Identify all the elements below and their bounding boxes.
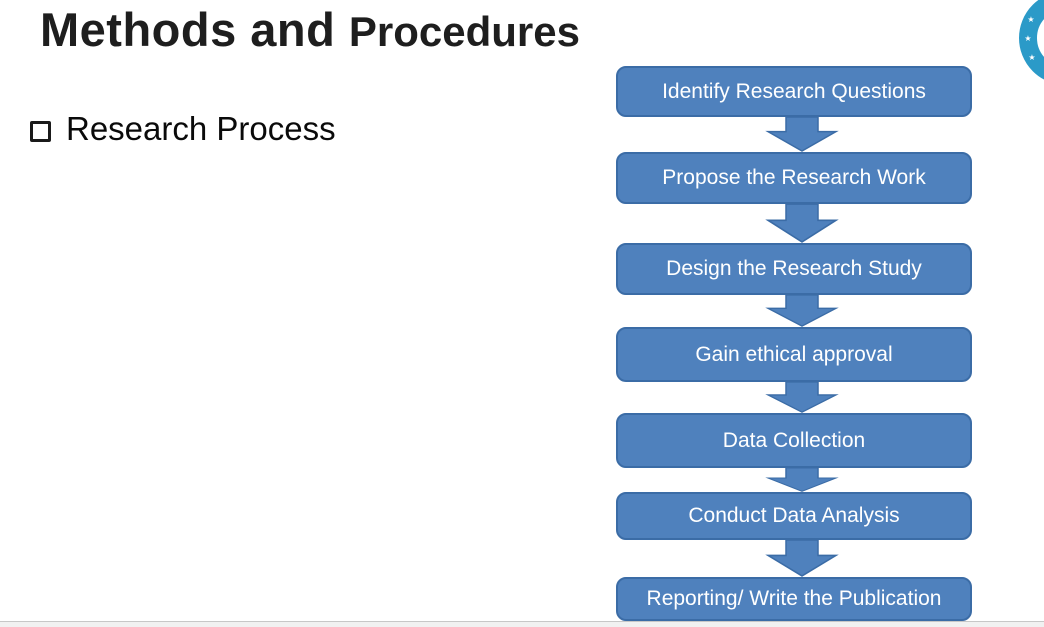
flow-step-design-research-study: Design the Research Study	[616, 243, 972, 295]
flow-step-identify-research-questions: Identify Research Questions	[616, 66, 972, 117]
flow-step-label: Conduct Data Analysis	[688, 504, 900, 527]
page-title: Methods and Procedures	[40, 2, 580, 57]
flow-step-label: Propose the Research Work	[662, 166, 926, 189]
bullet-label: Research Process	[66, 110, 336, 147]
down-arrow-connector-icon	[760, 204, 844, 243]
down-arrow-connector-icon	[760, 382, 844, 413]
down-arrow-connector-icon	[760, 295, 844, 327]
star-icon: ★	[1024, 34, 1031, 43]
flow-step-label: Reporting/ Write the Publication	[646, 587, 942, 610]
star-icon: ★	[1028, 53, 1035, 62]
bullet-item: Research Process	[30, 110, 336, 148]
flow-step-conduct-data-analysis: Conduct Data Analysis	[616, 492, 972, 540]
title-part-sub: Procedures	[348, 8, 580, 55]
flow-step-label: Gain ethical approval	[695, 342, 893, 366]
down-arrow-connector-icon	[760, 468, 844, 492]
hollow-square-bullet-icon	[30, 121, 51, 142]
flow-step-gain-ethical-approval: Gain ethical approval	[616, 327, 972, 382]
flow-step-label: Design the Research Study	[666, 257, 922, 280]
down-arrow-connector-icon	[760, 117, 844, 152]
flow-step-data-collection: Data Collection	[616, 413, 972, 468]
star-icon: ★	[1027, 15, 1034, 24]
flow-step-reporting-write-publication: Reporting/ Write the Publication	[616, 577, 972, 621]
flow-step-label: Identify Research Questions	[662, 79, 926, 103]
slide-bottom-edge	[0, 621, 1044, 627]
flow-step-propose-research-work: Propose the Research Work	[616, 152, 972, 204]
title-part-main: Methods and	[40, 3, 349, 56]
partial-circular-star-emblem-icon: ★ ★ ★	[1019, 0, 1044, 80]
flow-step-label: Data Collection	[722, 428, 866, 452]
down-arrow-connector-icon	[760, 540, 844, 577]
